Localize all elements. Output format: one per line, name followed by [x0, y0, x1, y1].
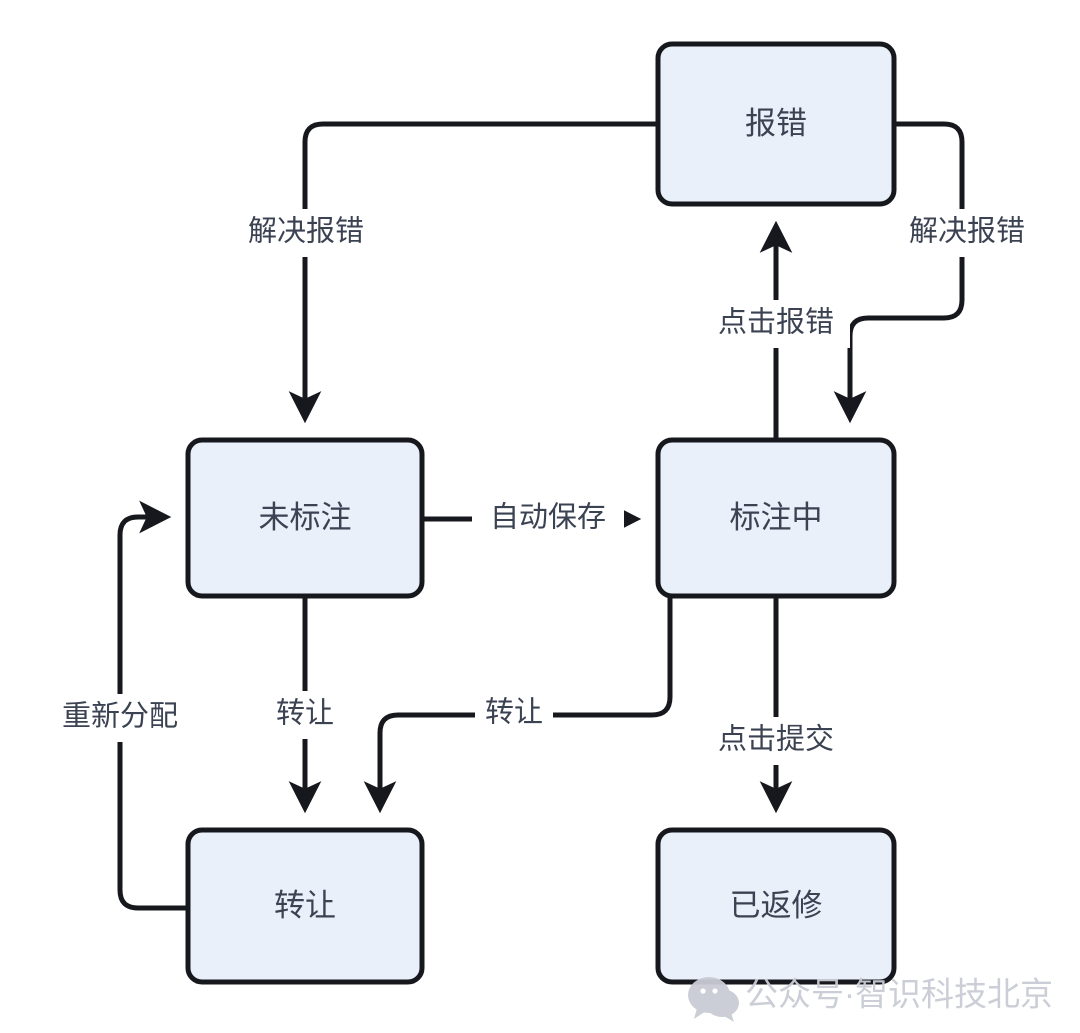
edge-label-bg: [232, 209, 380, 257]
edge-label-bg: [266, 691, 344, 739]
edge-label-bg: [893, 209, 1041, 257]
edge-label-transfer-from-labeling: 转让: [485, 696, 543, 729]
edge-unlabeled-to-transfer: 转让: [266, 596, 344, 814]
edge-labeling-to-error: 点击报错: [702, 220, 850, 440]
edge-transfer-to-unlabeled: 重新分配: [46, 500, 194, 911]
node-repaired[interactable]: 已返修: [655, 827, 897, 985]
node-error[interactable]: 报错: [655, 41, 897, 207]
edge-labeling-to-transfer: 转让: [363, 596, 673, 814]
node-shape[interactable]: [185, 827, 425, 985]
edge-error-to-unlabeled: 解决报错: [232, 121, 658, 424]
edge-path: [833, 121, 965, 424]
edge-label-reassign: 重新分配: [62, 700, 178, 733]
node-shape[interactable]: [655, 437, 897, 599]
edge-label-transfer-from-unlabeled: 转让: [276, 697, 334, 730]
node-label-error: 报错: [745, 106, 807, 141]
edge-label-bg: [475, 691, 553, 739]
edge-label-bg: [472, 495, 624, 543]
edge-unlabeled-to-labeling: 自动保存: [422, 495, 642, 543]
edge-label-click-submit: 点击提交: [718, 723, 834, 756]
edge-labeling-to-repaired: 点击提交: [702, 596, 850, 814]
wechat-icon: [688, 977, 739, 1022]
node-shape[interactable]: [655, 41, 897, 207]
node-labeling[interactable]: 标注中: [655, 437, 897, 599]
edge-label-auto-save: 自动保存: [490, 501, 606, 534]
edge-error-to-labeling: 解决报错: [833, 121, 1041, 424]
edge-label-resolve-error-left: 解决报错: [248, 215, 364, 248]
edge-path: [288, 121, 658, 424]
node-label-labeling: 标注中: [730, 500, 823, 535]
edge-label-bg: [702, 300, 850, 348]
node-label-unlabeled: 未标注: [259, 500, 352, 535]
watermark: 公众号·智识科技北京: [688, 976, 1053, 1022]
edge-label-resolve-error-right: 解决报错: [909, 215, 1025, 248]
node-shape[interactable]: [655, 827, 897, 985]
edge-label-bg: [702, 717, 850, 765]
watermark-text: 公众号·智识科技北京: [745, 976, 1053, 1013]
node-unlabeled[interactable]: 未标注: [185, 437, 425, 599]
node-shape[interactable]: [185, 437, 425, 599]
node-label-transfer: 转让: [274, 888, 336, 923]
node-transfer[interactable]: 转让: [185, 827, 425, 985]
node-label-repaired: 已返修: [730, 888, 823, 923]
edge-label-click-error: 点击报错: [718, 306, 834, 339]
edge-label-bg: [46, 694, 194, 742]
